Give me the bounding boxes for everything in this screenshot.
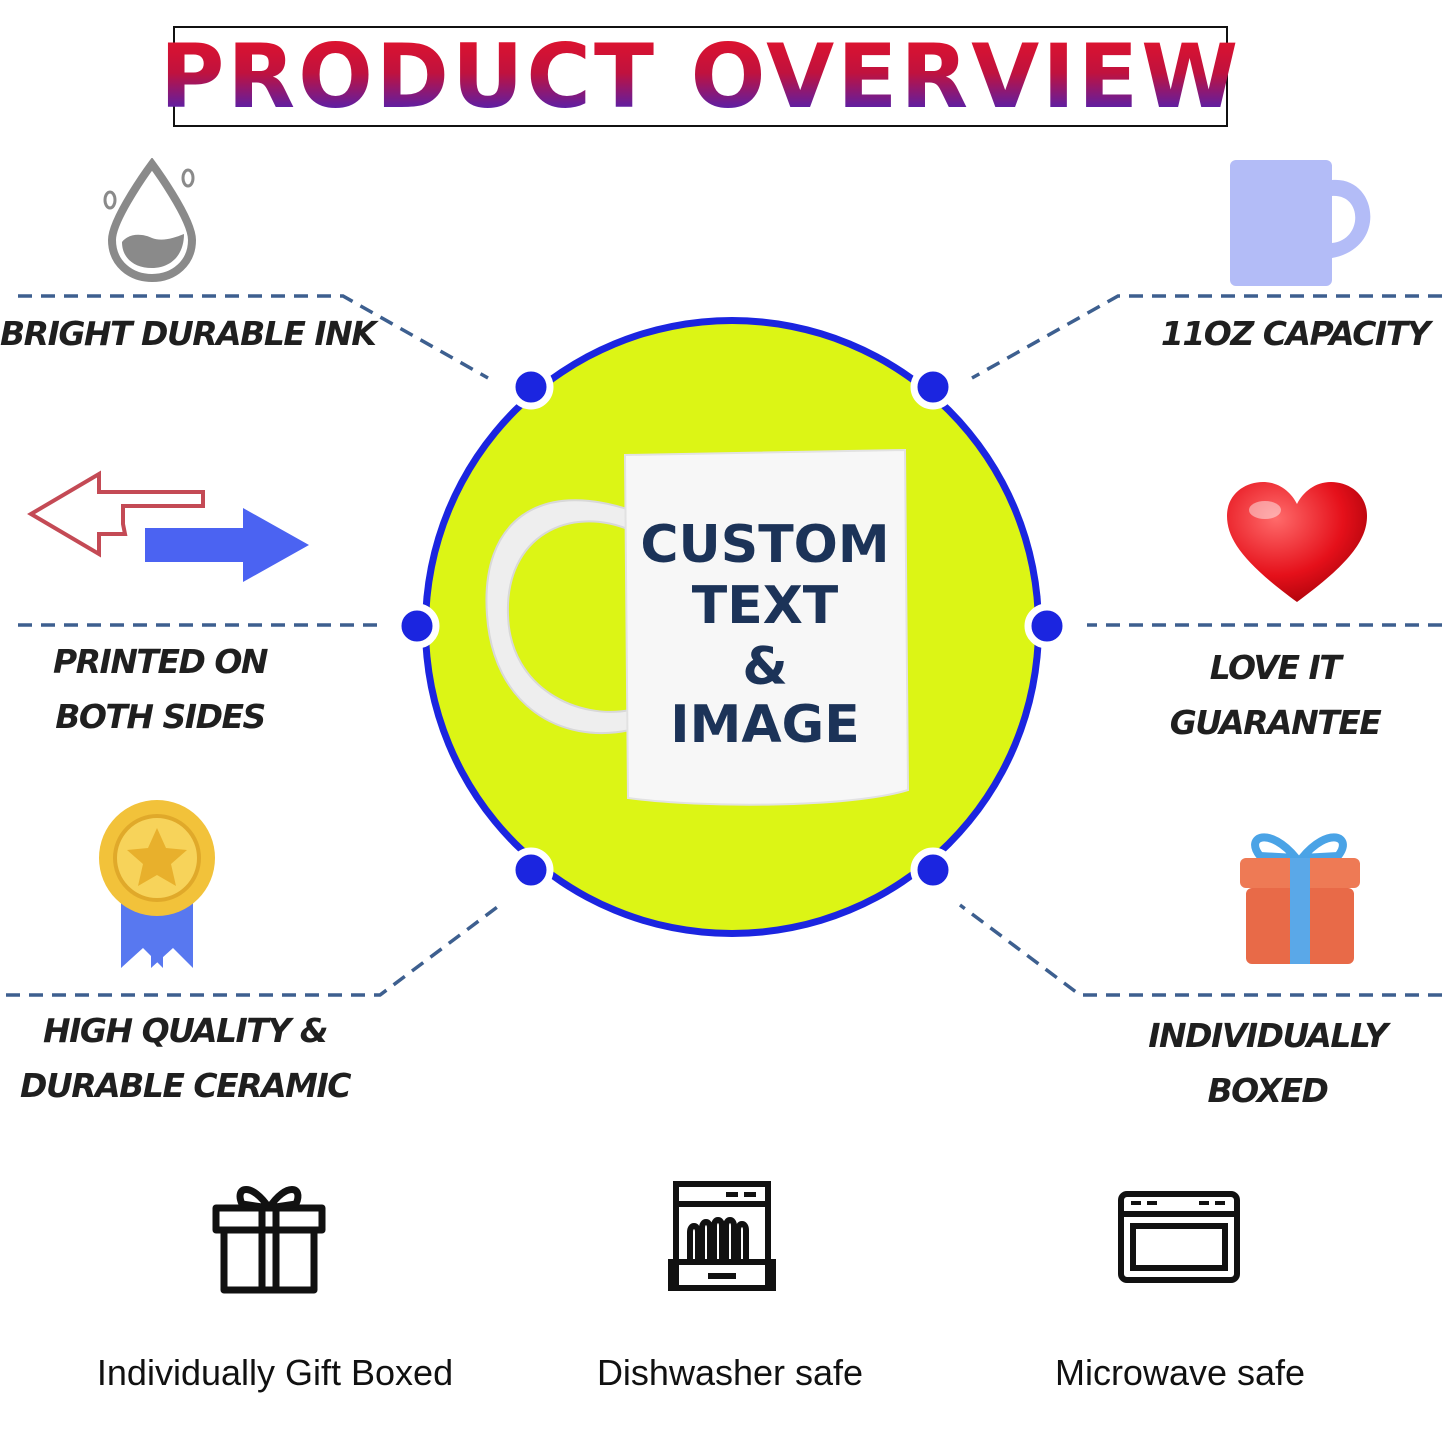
label-dishwasher-safe: Dishwasher safe <box>596 1352 864 1393</box>
microwave-icon <box>1118 1191 1240 1283</box>
ring-dot <box>910 847 956 893</box>
feature-durable-ceramic: DURABLE CERAMIC <box>20 1066 351 1105</box>
page-title: PRODUCT OVERVIEW <box>159 24 1242 128</box>
feature-guarantee: GUARANTEE <box>1169 703 1382 742</box>
connector-top-left <box>18 294 489 380</box>
mug-text-line3: & <box>742 637 788 697</box>
feature-both-sides: BOTH SIDES <box>55 697 266 736</box>
mug-text-line4: IMAGE <box>670 695 860 755</box>
title-box: PRODUCT OVERVIEW <box>159 24 1242 128</box>
connector-top-right <box>971 294 1442 380</box>
feature-capacity: 11OZ CAPACITY <box>1160 314 1431 353</box>
ring-dot <box>508 847 554 893</box>
water-drop-icon <box>103 158 197 283</box>
label-microwave-safe: Microwave safe <box>1054 1352 1306 1393</box>
ring-dot <box>910 364 956 410</box>
feature-individually: INDIVIDUALLY <box>1148 1016 1388 1055</box>
medal-icon <box>99 800 215 968</box>
mug-text-line2: TEXT <box>691 576 839 636</box>
feature-printed-on: PRINTED ON <box>52 642 269 681</box>
connector-bottom-right <box>958 903 1442 997</box>
dishwasher-icon <box>668 1181 776 1291</box>
feature-love-it: LOVE IT <box>1209 648 1342 687</box>
feature-bright-durable-ink: BRIGHT DURABLE INK <box>0 314 377 353</box>
mug-icon <box>1230 160 1371 286</box>
gift-box-icon <box>1240 833 1360 964</box>
label-individually-gift-boxed: Individually Gift Boxed <box>96 1352 454 1393</box>
connector-bottom-left <box>6 903 502 997</box>
gift-outline-icon <box>212 1186 326 1294</box>
ring-dot <box>394 603 440 649</box>
feature-boxed: BOXED <box>1207 1071 1329 1110</box>
heart-icon <box>1227 482 1367 602</box>
mug-text-line1: CUSTOM <box>640 515 890 575</box>
double-arrow-icon <box>27 470 309 582</box>
feature-high-quality: HIGH QUALITY & <box>43 1011 328 1050</box>
ring-dot <box>508 364 554 410</box>
mug-body <box>623 448 910 806</box>
ring-dot <box>1024 603 1070 649</box>
